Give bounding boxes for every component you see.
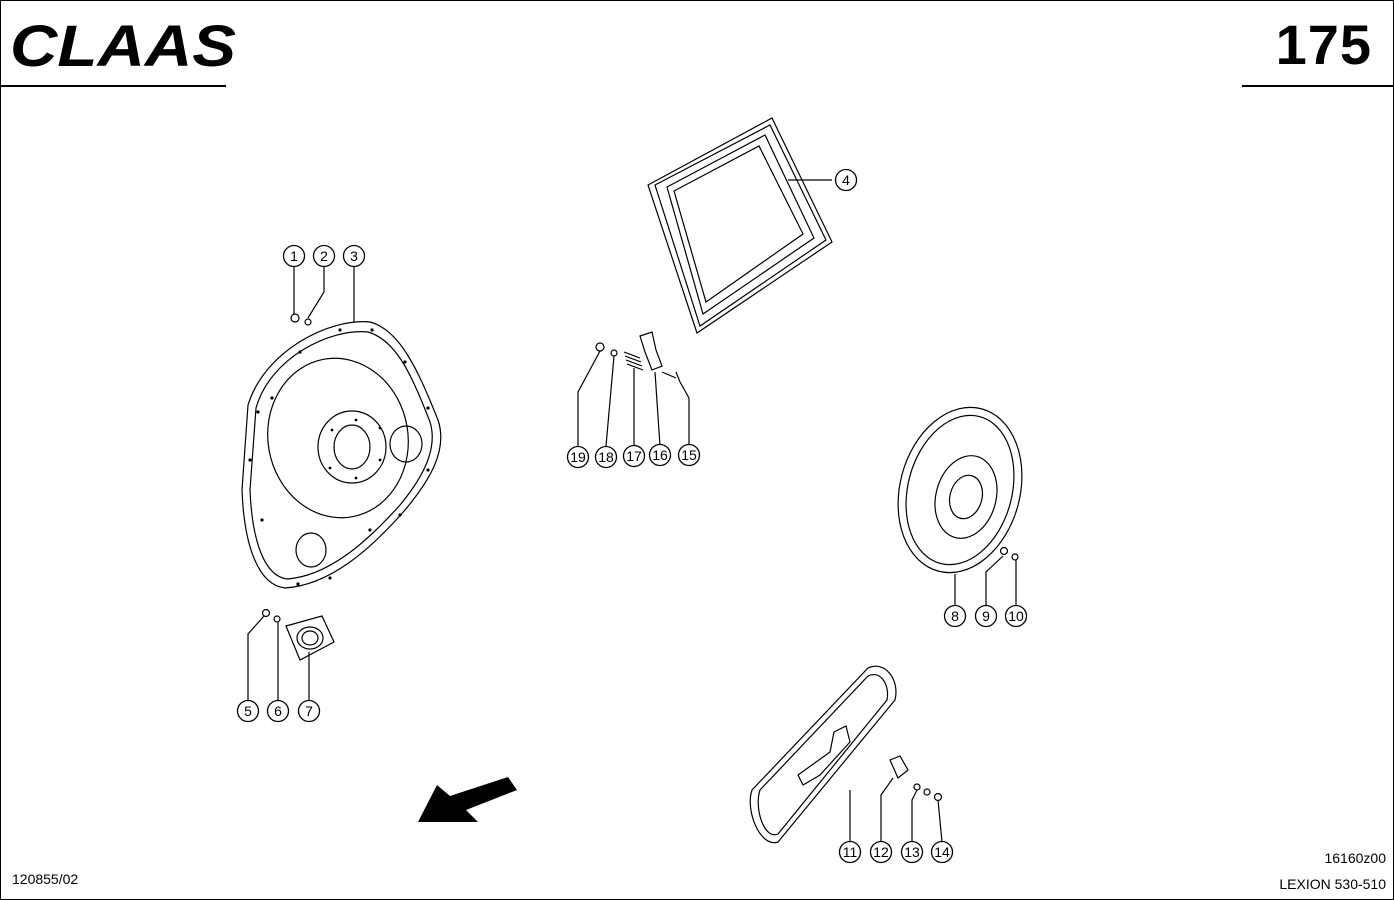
callout-label: 14	[934, 844, 950, 860]
callout-label: 3	[350, 248, 358, 264]
claas-logo: CLAAS	[10, 18, 236, 74]
header-rule-left	[0, 85, 226, 87]
large-cover-plate-part	[241, 313, 442, 589]
callout-label: 16	[652, 447, 668, 463]
callout-19: 19	[566, 445, 590, 469]
callout-label: 1	[290, 248, 298, 264]
page-number: 175	[1275, 13, 1372, 76]
callout-label: 4	[842, 172, 850, 188]
direction-arrow	[418, 777, 517, 822]
callout-6: 6	[266, 699, 290, 723]
callout-4: 4	[834, 168, 858, 192]
callout-15: 15	[677, 443, 701, 467]
callout-7: 7	[297, 699, 321, 723]
callout-11: 11	[838, 840, 862, 864]
callout-8: 8	[943, 604, 967, 628]
callout-label: 15	[681, 447, 697, 463]
callout-label: 11	[843, 844, 858, 860]
window-frame-part	[647, 117, 833, 334]
header-rule-right	[1242, 85, 1394, 87]
callout-label: 6	[274, 703, 282, 719]
callout-16: 16	[648, 443, 672, 467]
callout-label: 18	[598, 449, 614, 465]
small-flange-part	[261, 608, 335, 661]
callout-5: 5	[236, 699, 260, 723]
leader-lines	[247, 179, 1017, 843]
callout-9: 9	[974, 604, 998, 628]
figure-code: 16160z00	[1324, 850, 1386, 866]
callout-label: 2	[320, 248, 328, 264]
callout-label: 7	[305, 703, 313, 719]
document-number: 120855/02	[12, 871, 79, 887]
latch-assembly-part	[595, 331, 681, 383]
callout-label: 17	[626, 448, 642, 464]
callout-label: 8	[951, 608, 959, 624]
brand-text: CLAAS	[10, 18, 236, 74]
callout-label: 13	[904, 844, 920, 860]
callout-13: 13	[900, 840, 924, 864]
callout-1: 1	[282, 244, 306, 268]
callout-2: 2	[312, 244, 336, 268]
callout-10: 10	[1004, 604, 1028, 628]
callout-17: 17	[622, 444, 646, 468]
callout-label: 19	[570, 449, 586, 465]
callout-12: 12	[869, 840, 893, 864]
callout-label: 12	[873, 844, 889, 860]
callout-18: 18	[594, 445, 618, 469]
round-disc-part	[897, 406, 1023, 574]
callout-14: 14	[930, 840, 954, 864]
callout-label: 9	[982, 608, 990, 624]
callout-label: 5	[244, 703, 252, 719]
oval-cover-part	[749, 665, 943, 844]
callout-3: 3	[342, 244, 366, 268]
model-name: LEXION 530-510	[1279, 876, 1386, 892]
callout-label: 10	[1008, 608, 1024, 624]
